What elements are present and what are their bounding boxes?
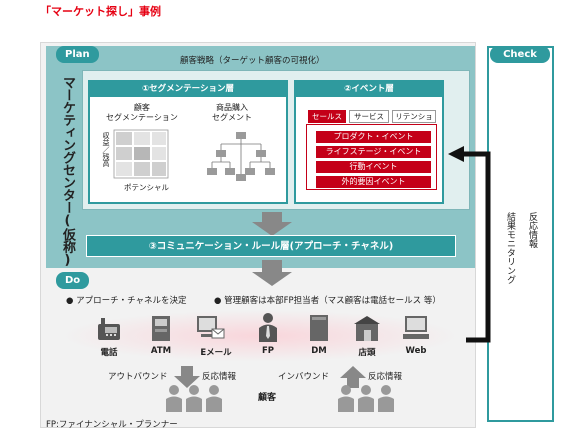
tab-sales[interactable]: セールス — [308, 110, 346, 123]
strategy-label: 顧客戦略（ターゲット顧客の可視化） — [180, 56, 325, 66]
reaction-label-right: 反応情報 — [368, 372, 403, 382]
atm-icon — [152, 316, 170, 341]
axis-x-label: ポテンシャル — [124, 183, 169, 192]
product-tree-icon — [207, 132, 275, 181]
mail-icon — [310, 315, 328, 341]
event-item-lifestage: ライフステージ・イベント — [316, 146, 431, 158]
axis-y-top: 収益 — [102, 132, 110, 146]
channel-label-web: Web — [405, 346, 427, 356]
bullet-management: ● 管理顧客は本部FP担当者（マス顧客は電話セールス 等） — [214, 296, 441, 306]
down-arrow-2 — [252, 260, 292, 286]
check-section — [487, 46, 554, 422]
phone-icon — [98, 318, 120, 340]
event-item-product: プロダクト・イベント — [316, 131, 431, 143]
footnote: FP:ファイナンシャル・プランナー — [46, 420, 178, 430]
channel-label-phone: 電話 — [100, 348, 118, 358]
channel-label-store: 店頭 — [358, 348, 376, 358]
bullet-approach: ● アプローチ・チャネルを決定 — [66, 296, 187, 306]
person-icon — [259, 313, 277, 342]
outbound-arrow — [174, 366, 200, 388]
bullet-approach-text: アプローチ・チャネルを決定 — [76, 296, 187, 306]
inbound-label: インバウンド — [278, 372, 330, 382]
communication-layer-bar: ③コミュニケーション・ルール層(アプローチ・チャネル) — [86, 235, 456, 257]
customers-group-icon — [166, 385, 394, 412]
customers-label: 顧客 — [258, 393, 277, 403]
event-item-behavior: 行動イベント — [316, 161, 431, 173]
result-monitoring-label: 結果モニタリング — [505, 212, 515, 284]
bullet-management-text: 管理顧客は本部FP担当者（マス顧客は電話セールス 等） — [224, 296, 441, 306]
axis-y-label: 収益／残高 — [102, 132, 110, 167]
plan-tab: Plan — [56, 46, 99, 63]
customer-segmentation-heading: 顧客 セグメンテーション — [106, 103, 178, 122]
do-tab: Do — [56, 272, 90, 289]
segmentation-layer-title: ①セグメンテーション層 — [90, 82, 286, 97]
event-item-external: 外的要因イベント — [316, 176, 431, 188]
axis-y-bottom: 残高 — [102, 153, 110, 167]
channel-label-atm: ATM — [150, 346, 172, 356]
check-reaction-label: 反応情報 — [527, 212, 537, 248]
page-title: 「マーケット探し」事例 — [40, 5, 161, 18]
check-tab: Check — [490, 46, 550, 63]
segmentation-grid-icon — [113, 129, 169, 179]
inbound-arrow — [340, 366, 366, 388]
product-segment-heading: 商品購入 セグメント — [212, 103, 252, 122]
down-arrow-1 — [252, 212, 292, 236]
tab-service[interactable]: サービス — [349, 110, 389, 123]
tab-retention[interactable]: リテンション — [392, 110, 436, 132]
computer-icon — [403, 316, 429, 339]
outbound-label: アウトバウンド — [108, 372, 168, 382]
channel-label-email: Eメール — [200, 348, 232, 358]
email-icon — [197, 316, 225, 339]
feedback-arrow — [448, 146, 491, 343]
store-icon — [354, 316, 380, 341]
event-layer-title: ②イベント層 — [296, 82, 442, 97]
channel-label-fp: FP — [261, 346, 275, 356]
marketing-center-label: マーケティングセンター(仮称) — [60, 76, 75, 268]
reaction-label-left: 反応情報 — [202, 372, 237, 382]
channel-label-dm: DM — [311, 346, 327, 356]
axis-y-sep: ／ — [102, 146, 110, 153]
